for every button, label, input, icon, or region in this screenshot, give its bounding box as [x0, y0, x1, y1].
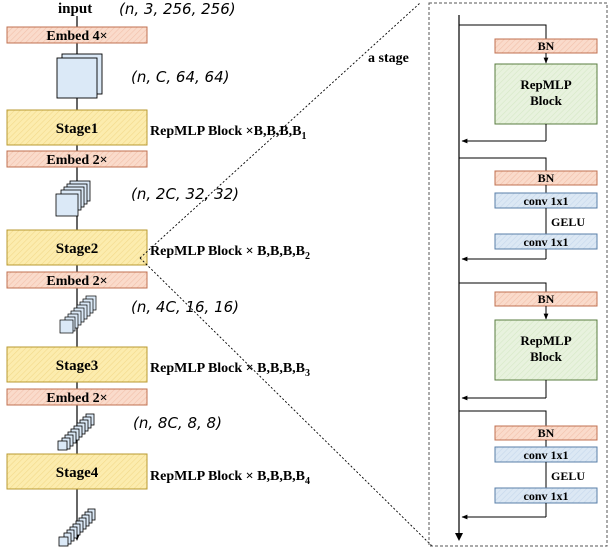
stage-desc-4: RepMLP Block × B,B,B,B4	[150, 469, 310, 487]
stage-box-2	[6, 229, 148, 266]
embed-box-1	[6, 26, 148, 44]
shape-label-4: (n, 8C, 8, 8)	[133, 414, 222, 432]
shape-label-1: (n, C, 64, 64)	[131, 68, 229, 86]
conv-label-4: conv 1x1	[524, 489, 569, 503]
panel-output-arrowhead	[455, 533, 463, 541]
stage-callout-label: a stage	[368, 51, 409, 66]
stage-box-1	[6, 109, 148, 146]
embed-box-2	[6, 150, 148, 168]
stage-detail-panel: BN RepMLP Block BN conv 1x1 GELU conv 1x…	[428, 2, 608, 547]
repmlp-label-2b: Block	[530, 349, 563, 364]
ffn-unit-2: BN conv 1x1 GELU conv 1x1	[459, 410, 598, 520]
stage-desc-2: RepMLP Block × B,B,B,B2	[150, 244, 310, 262]
gelu-label-1: GELU	[551, 215, 585, 229]
shape-label-2: (n, 2C, 32, 32)	[131, 185, 239, 203]
gelu-label-2: GELU	[551, 469, 585, 483]
stage-box-4	[6, 453, 148, 490]
embed-box-3	[6, 271, 148, 289]
stage-detail-frame	[428, 2, 608, 547]
bn-label-4: BN	[538, 426, 555, 440]
repmlp-unit-1: BN RepMLP Block	[459, 24, 598, 144]
feature-map-4	[57, 413, 95, 451]
repmlp-label-1a: RepMLP	[520, 77, 571, 92]
stage-desc-1: RepMLP Block ×B,B,B,B1	[150, 124, 307, 142]
conv-label-2: conv 1x1	[524, 235, 569, 249]
embed-label-4: Embed 2×	[46, 391, 107, 406]
repmlp-label-1b: Block	[530, 93, 563, 108]
stage-label-1: Stage1	[56, 121, 99, 137]
repmlp-unit-2: BN RepMLP Block	[459, 282, 598, 401]
feature-map-1	[56, 53, 103, 99]
callout-line-top	[139, 2, 421, 259]
stage-label-4: Stage4	[56, 465, 99, 481]
stage-desc-3: RepMLP Block × B,B,B,B3	[150, 361, 310, 379]
bn-label-2: BN	[538, 171, 555, 185]
embed-label-1: Embed 4×	[46, 29, 107, 44]
embed-box-4	[6, 388, 148, 406]
feature-map-2	[55, 180, 91, 217]
embed-label-2: Embed 2×	[46, 153, 107, 168]
repmlp-label-2a: RepMLP	[520, 333, 571, 348]
conv-label-1: conv 1x1	[524, 194, 569, 208]
embed-label-3: Embed 2×	[46, 274, 107, 289]
conv-label-3: conv 1x1	[524, 448, 569, 462]
stage-label-2: Stage2	[56, 241, 99, 257]
input-shape: (n, 3, 256, 256)	[119, 0, 236, 18]
stage-box-3	[6, 346, 148, 383]
feature-map-3	[59, 295, 97, 334]
shape-label-3: (n, 4C, 16, 16)	[131, 298, 239, 316]
bn-label-3: BN	[538, 292, 555, 306]
left-pipeline: input (n, 3, 256, 256) Embed 4× (n, C, 6…	[6, 0, 310, 547]
input-label: input	[58, 1, 92, 17]
bn-label-1: BN	[538, 39, 555, 53]
stage-label-3: Stage3	[56, 358, 99, 374]
ffn-unit-1: BN conv 1x1 GELU conv 1x1	[459, 157, 598, 262]
repmlp-block-2	[494, 319, 598, 381]
feature-map-output	[58, 508, 96, 547]
callout-line-bottom	[139, 257, 433, 547]
